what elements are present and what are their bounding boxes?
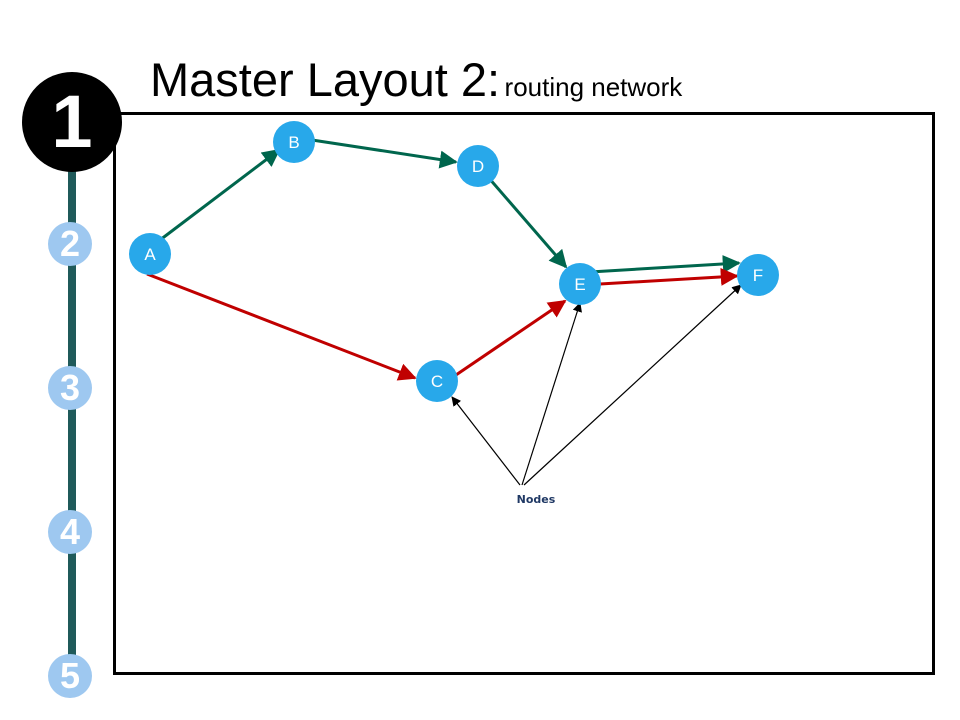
edge-b-d-green [311, 138, 458, 169]
node-b[interactable]: B [273, 121, 315, 163]
node-f[interactable]: F [737, 254, 779, 296]
callout-arrow-to-c [451, 396, 521, 486]
node-c-circle [416, 360, 458, 402]
node-a-label: A [144, 245, 156, 264]
node-e-circle [559, 263, 601, 305]
node-f-label: F [753, 266, 763, 285]
node-d[interactable]: D [457, 145, 499, 187]
edge-c-e-red [452, 299, 567, 379]
node-a-circle [129, 233, 171, 275]
node-b-circle [273, 121, 315, 163]
node-f-circle [737, 254, 779, 296]
edge-a-c-red [146, 272, 417, 381]
step-5[interactable]: 5 [48, 654, 92, 698]
step-2[interactable]: 2 [48, 222, 92, 266]
node-c-label: C [431, 372, 443, 391]
edge-e-f-green [589, 254, 741, 274]
callout-arrow-to-e [521, 302, 582, 486]
edge-a-b-green [159, 148, 281, 242]
step-1-active[interactable]: 1 [22, 72, 122, 172]
node-c[interactable]: C [416, 360, 458, 402]
node-a[interactable]: A [129, 233, 171, 275]
node-e[interactable]: E [559, 263, 601, 305]
node-d-circle [457, 145, 499, 187]
node-e-label: E [574, 275, 585, 294]
nodes-callout-label: Nodes [517, 493, 556, 506]
step-3[interactable]: 3 [48, 366, 92, 410]
edge-e-f-red [599, 267, 739, 286]
callout-arrow-to-f [523, 284, 742, 486]
slide-title: Master Layout 2: routing network [150, 56, 682, 103]
edge-d-e-green [486, 176, 568, 269]
node-d-label: D [472, 157, 484, 176]
node-b-label: B [288, 133, 299, 152]
title-subtitle: routing network [504, 72, 683, 102]
title-main: Master Layout 2: [150, 53, 501, 106]
step-4[interactable]: 4 [48, 510, 92, 554]
content-frame [113, 112, 935, 675]
